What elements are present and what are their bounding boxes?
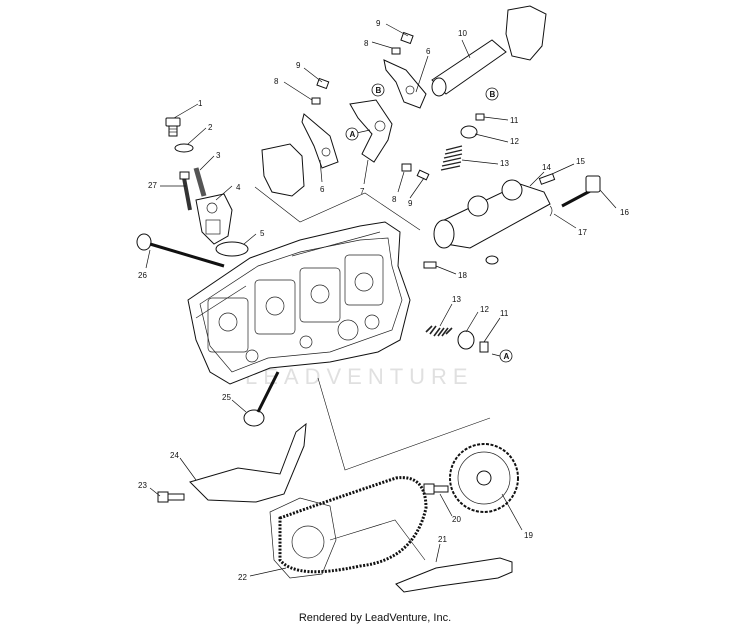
part-8-locknut-left [311,97,321,105]
svg-text:B: B [376,86,382,95]
svg-text:A: A [350,130,356,139]
callout-18: 18 [458,271,467,280]
part-12-valve-cap-lower [457,330,475,350]
part-6-rocker-arm-left [301,113,339,169]
reference-letter-b-right: B [485,87,499,101]
part-26-valve [136,233,225,268]
rocker-support-bracket [505,5,547,61]
callout-13-upper: 13 [500,159,509,168]
part-18-pin [423,261,437,269]
svg-text:B: B [490,90,496,99]
crankcase-fragment [269,497,337,579]
callout-4: 4 [236,183,241,192]
callout-12-lower: 12 [480,305,489,314]
part-13-valve-spring-lower [425,325,453,337]
part-19-cam-sprocket [449,443,519,513]
part-17-clip [549,205,553,217]
watermark-text: LEADVENTURE [245,364,474,389]
part-8-locknut-top [391,47,401,55]
callout-8-low: 8 [392,195,397,204]
callout-6-right: 6 [426,47,431,56]
part-12-valve-cap-upper [460,125,478,139]
part-9-adjuster-low [416,169,430,181]
part-8-locknut-low [401,163,412,172]
callout-2: 2 [208,123,213,132]
part-7-rocker-arm [349,99,393,163]
callout-13-lower: 13 [452,295,461,304]
cam-cover-bracket [261,143,305,197]
part-9-adjuster-left [316,77,330,90]
callout-8-left: 8 [274,77,279,86]
part-4-tensioner [195,193,233,245]
reference-letter-b-left: B [371,83,385,97]
part-13-valve-spring-upper [440,145,463,171]
part-10-rocker-shaft [431,39,507,97]
callout-11-lower: 11 [500,309,509,318]
part-15-pin [538,173,556,185]
callout-23: 23 [138,481,147,490]
callout-10: 10 [458,29,467,38]
part-2-washer [174,143,194,153]
part-11-retainer-upper [475,113,485,121]
callout-26: 26 [138,271,147,280]
part-27-bolt [179,171,192,211]
part-9-adjuster-top [400,31,414,45]
callout-12-upper: 12 [510,137,519,146]
callout-9-top: 9 [376,19,381,28]
part-11-retainer-lower [479,341,489,353]
reference-letter-a-upper: A [345,127,359,141]
svg-text:A: A [504,352,510,361]
part-5-gasket [215,241,249,257]
callout-1: 1 [198,99,203,108]
callout-17: 17 [578,228,587,237]
part-25-valve [243,371,280,427]
part-23-bolt [157,491,185,503]
callout-21: 21 [438,535,447,544]
reference-letter-a-lower: A [499,349,513,363]
part-6-rocker-arm-right [383,59,427,109]
callout-8-top: 8 [364,39,369,48]
callout-9-low: 9 [408,199,413,208]
callout-20: 20 [452,515,461,524]
part-16-decompressor [561,175,601,208]
part-14-camshaft [433,179,551,265]
callout-19: 19 [524,531,533,540]
cylinder-head [187,221,411,385]
callout-numbers: 1 2 3 4 5 6 6 7 8 8 8 9 9 9 10 11 11 12 … [138,19,629,582]
callout-6-left: 6 [320,185,325,194]
callout-22: 22 [238,573,247,582]
footer-credit: Rendered by LeadVenture, Inc. [298,612,452,624]
part-3-stud [193,167,207,197]
callout-7: 7 [360,187,365,196]
part-21-chain-guide [395,557,513,593]
callout-9-left: 9 [296,61,301,70]
callout-11-upper: 11 [510,116,519,125]
callout-16: 16 [620,208,629,217]
callout-3: 3 [216,151,221,160]
callout-25: 25 [222,393,231,402]
callout-24: 24 [170,451,179,460]
callout-5: 5 [260,229,265,238]
part-1-bolt [165,117,181,137]
callout-14: 14 [542,163,551,172]
part-20-bolt [423,483,449,495]
callout-27: 27 [148,181,157,190]
callout-15: 15 [576,157,585,166]
crank-sprocket [291,525,325,559]
part-22-timing-chain [278,476,428,574]
assembly-guide-lines [254,186,491,561]
part-24-chain-guide [189,422,307,503]
